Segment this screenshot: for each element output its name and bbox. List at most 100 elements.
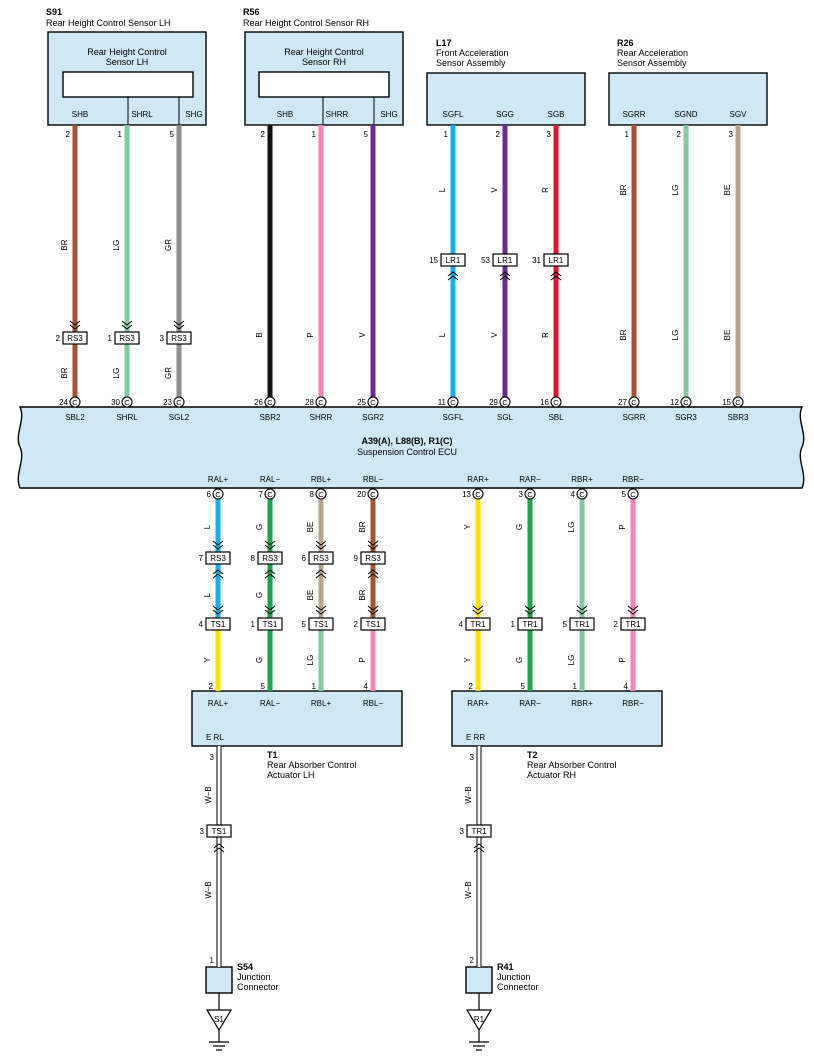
wire-code-bottom-a-3: BR [358,521,367,532]
ecu-bottom-conn-2-letter: C [318,490,324,499]
sensor-pin-10: 2 [677,130,682,139]
sensor-pin-6: 1 [444,130,449,139]
t2-pin-3: RBR− [622,699,644,708]
wire-code-bottom-a-2: BE [306,522,315,533]
lr1-1-pin: 53 [481,256,490,265]
rs3-bottom-2-box [308,551,334,565]
component-ecu: A39(A), L88(B), R1(C) Suspension Control… [17,406,805,489]
wire-code-l17-lower-6: L [438,332,447,337]
ecu-top-pin-2: 23 [163,398,172,407]
t2-label-1: Rear Absorber Control [527,760,617,770]
t2-pin-num-0: 2 [469,682,474,691]
ecu-top-conn-6-letter: C [450,398,456,407]
wire-code-bottom-c-4: Y [463,657,472,663]
junction-pin-1: 2 [470,956,475,965]
component-t1: E RL T1 Rear Absorber Control Actuator L… [191,690,403,780]
ecu-top-name-9: SGRR [622,413,645,422]
t2-pin-num-1: 5 [521,682,526,691]
wire-code-r26-upper-10: LG [671,185,680,196]
ecu-bottom-pin-4: 13 [462,490,471,499]
ecu-top-pin-3: 26 [254,398,263,407]
sensor-pin-3: 2 [261,130,266,139]
tr1-3-label: TR1 [625,620,641,629]
ecu-bottom-pin-3: 20 [357,490,366,499]
ecu-bottom-pin-1: 7 [259,490,264,499]
ecu-bottom-conn-5-ring [524,488,536,500]
wire-code-bottom-b-1: G [255,592,264,598]
t1-pin-num-2: 1 [312,682,317,691]
t2-pin-num-2: 1 [573,682,578,691]
ecu-bottom-name-2: RBL+ [311,475,332,484]
ecu-top-name-5: SGR2 [362,413,384,422]
l17-pin-sgb: SGB [548,110,565,119]
wire-code-bottom-c-5: G [515,657,524,663]
tr1-2-box [569,617,595,631]
rs3-top-0-box [62,331,88,345]
ecu-top-pin-8: 16 [540,398,549,407]
rs3-bottom-2-label: RS3 [313,554,329,563]
wire-code-bottom-a-0: L [203,524,212,529]
ecu-bottom-name-1: RAL− [260,475,281,484]
ts1-2-label: TS1 [314,620,329,629]
rs3-top-1-label: RS3 [119,334,135,343]
lr1-2-label: LR1 [549,256,564,265]
s91-pin-shg: SHG [185,110,202,119]
t2-ground-pin: E RR [466,733,485,742]
rs3-bottom-3-label: RS3 [365,554,381,563]
ecu-bottom-name-7: RBR− [622,475,644,484]
lr1-1-label: LR1 [498,256,513,265]
lr1-2-box [543,253,569,267]
ecu-bottom-pin-2: 8 [310,490,315,499]
ecu-top-pin-4: 28 [305,398,314,407]
ecu-top-name-11: SBR3 [728,413,749,422]
tr1-3-pin: 2 [614,620,619,629]
sensor-pin-8: 3 [547,130,552,139]
wire-code-l17-lower-8: R [541,332,550,338]
wire-code-upper-2: GR [164,239,173,251]
ecu-bottom-conn-1-ring [264,488,276,500]
ground-label-0: S1 [214,1015,224,1024]
ts1-0-label: TS1 [211,620,226,629]
ecu-top-pin-9: 27 [618,398,627,407]
ground-conn-0-box [206,824,232,838]
wire-code-r26-upper-11: BE [723,185,732,196]
ecu-bottom-pin-6: 4 [571,490,576,499]
tr1-1-label: TR1 [522,620,538,629]
t2-pin-0: RAR+ [467,699,489,708]
ecu-bottom-conn-0-letter: C [215,490,221,499]
lr1-2-pin: 31 [532,256,541,265]
r56-pin-shrr: SHRR [326,110,349,119]
wire-code-r26-upper-9: BR [619,184,628,195]
sensor-pin-4: 1 [312,130,317,139]
ts1-0-box [205,617,231,631]
ecu-top-pin-1: 30 [111,398,120,407]
l17-pin-sgfl: SGFL [443,110,464,119]
wire-code-bottom-a-7: P [618,524,627,529]
ecu-code: A39(A), L88(B), R1(C) [361,436,452,446]
wire-code-l17-upper-8: R [541,187,550,193]
wire-code-bottom-a-6: LG [567,522,576,533]
wire-code-r26-lower-11: BE [723,330,732,341]
ecu-bottom-pin-7: 5 [622,490,627,499]
r41-label-1: Junction [497,972,531,982]
wire-code-bottom-c-3: P [358,657,367,662]
ecu-top-pin-11: 15 [722,398,731,407]
l17-label-1: Front Acceleration [436,48,509,58]
wire-code-bottom-c-2: LG [306,655,315,666]
rs3-bottom-0-pin: 7 [199,554,204,563]
rs3-top-2-label: RS3 [171,334,187,343]
ground-conn-1-pin: 3 [460,827,465,836]
ecu-top-conn-4-ring [315,396,327,408]
s91-label: Rear Height Control Sensor LH [46,18,171,28]
l17-label-2: Sensor Assembly [436,58,506,68]
wire-code-bottom-c-1: G [255,657,264,663]
t2-label-2: Actuator RH [527,770,576,780]
component-r41: R41 Junction Connector [465,962,539,994]
ecu-top-name-3: SBR2 [260,413,281,422]
wire-code-bottom-b-0: L [203,592,212,597]
ecu-bottom-conn-4-ring [472,488,484,500]
ecu-top-conn-3-ring [264,396,276,408]
ground-t-pin-0: 3 [210,753,215,762]
rs3-top-0-pin: 2 [56,334,61,343]
lr1-0-label: LR1 [446,256,461,265]
